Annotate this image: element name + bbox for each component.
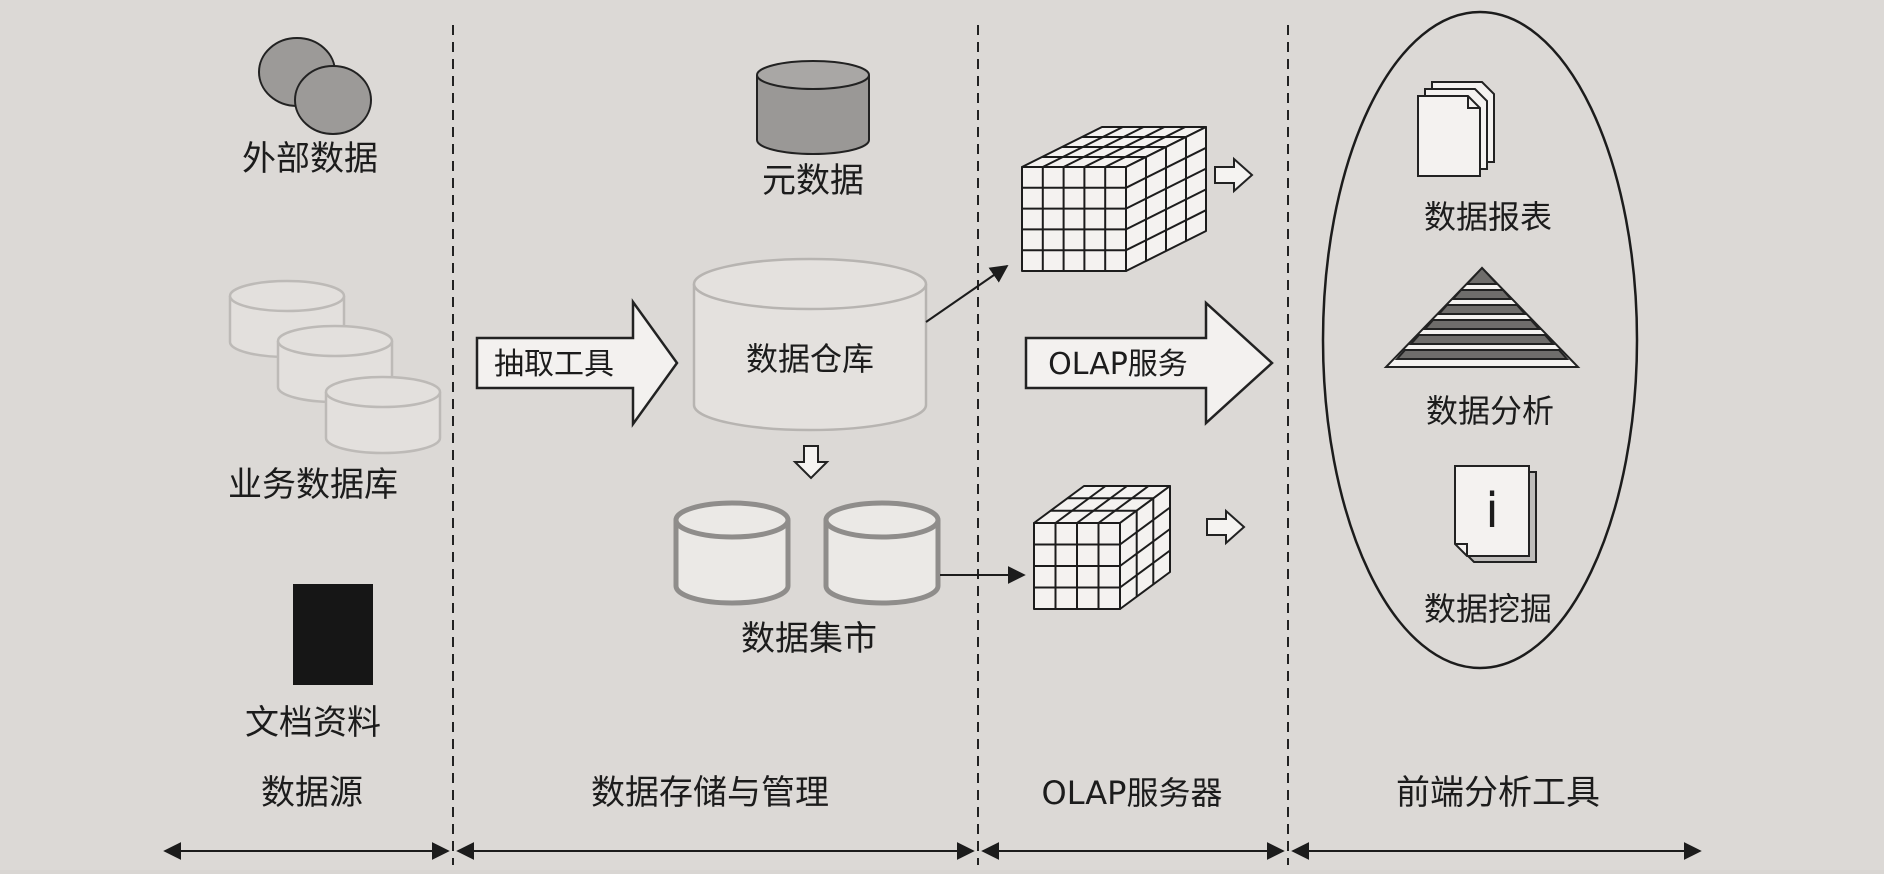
olap-cube-small	[1033, 485, 1171, 610]
analysis-label: 数据分析	[1426, 392, 1554, 430]
external-data-icon	[258, 37, 372, 135]
business-database-icon	[228, 279, 442, 455]
down-arrow-icon	[792, 445, 830, 480]
document-icon	[293, 584, 373, 685]
business-db-label: 业务数据库	[228, 465, 398, 505]
metadata-icon	[756, 60, 870, 155]
section-label-olap-server: OLAP服务器	[1042, 774, 1223, 812]
info-glyph: i	[1485, 483, 1498, 539]
section-label-storage: 数据存储与管理	[591, 773, 829, 813]
data-mart-icon	[673, 500, 941, 606]
cube-output-arrow-lower	[1206, 508, 1246, 546]
olap-service-label: OLAP服务	[1048, 347, 1188, 382]
warehouse-to-cube-arrow	[925, 264, 1009, 323]
olap-service-arrow	[1024, 300, 1274, 426]
report-icon	[1417, 81, 1495, 177]
info-document-icon	[1454, 465, 1537, 563]
documents-label: 文档资料	[245, 703, 381, 743]
data-warehouse-label: 数据仓库	[746, 340, 874, 378]
data-mart-label: 数据集市	[741, 619, 877, 659]
metadata-label: 元数据	[762, 161, 864, 201]
section-label-source: 数据源	[261, 773, 363, 813]
cube-output-arrow-upper	[1214, 156, 1254, 194]
analysis-pyramid-icon	[1383, 266, 1581, 368]
external-data-label: 外部数据	[242, 139, 378, 179]
extract-tool-label: 抽取工具	[494, 347, 614, 382]
mining-label: 数据挖掘	[1424, 590, 1552, 628]
data-warehouse-icon	[692, 257, 928, 432]
extract-tool-arrow	[475, 298, 679, 428]
report-label: 数据报表	[1424, 198, 1552, 236]
section-label-frontend: 前端分析工具	[1396, 773, 1600, 813]
frontend-tools-ellipse	[1321, 10, 1639, 670]
olap-cube-large	[1021, 126, 1207, 272]
